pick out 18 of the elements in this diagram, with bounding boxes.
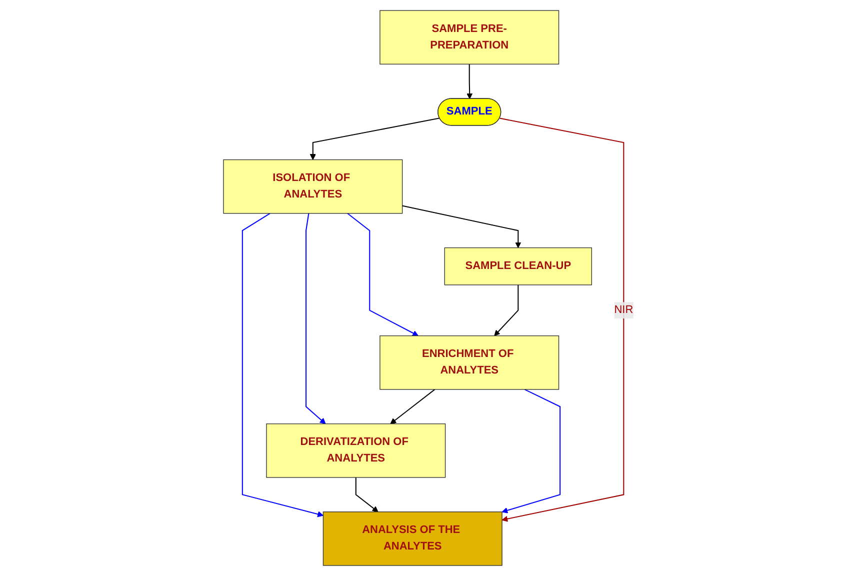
arrow: [494, 284, 518, 336]
arrow: [242, 212, 324, 518]
node-box: SAMPLE CLEAN-UP: [444, 247, 592, 286]
arrow: [355, 477, 378, 512]
arrow: [310, 118, 440, 160]
arrow: [466, 64, 472, 100]
arrow: [305, 213, 326, 424]
node-box: ANALYSIS OF THE ANALYTES: [322, 512, 502, 566]
edge-label: NIR: [614, 304, 633, 316]
arrow: [346, 212, 418, 336]
node-box: ISOLATION OF ANALYTES: [222, 159, 402, 214]
arrow: [501, 388, 560, 514]
arrow: [402, 205, 521, 248]
arrow: [499, 118, 624, 522]
node-box: SAMPLE PRE-PREPARATION: [379, 10, 559, 64]
node-box: DERIVATIZATION OF ANALYTES: [266, 423, 446, 478]
node-box: ENRICHMENT OF ANALYTES: [379, 335, 559, 390]
arrow: [390, 389, 435, 424]
